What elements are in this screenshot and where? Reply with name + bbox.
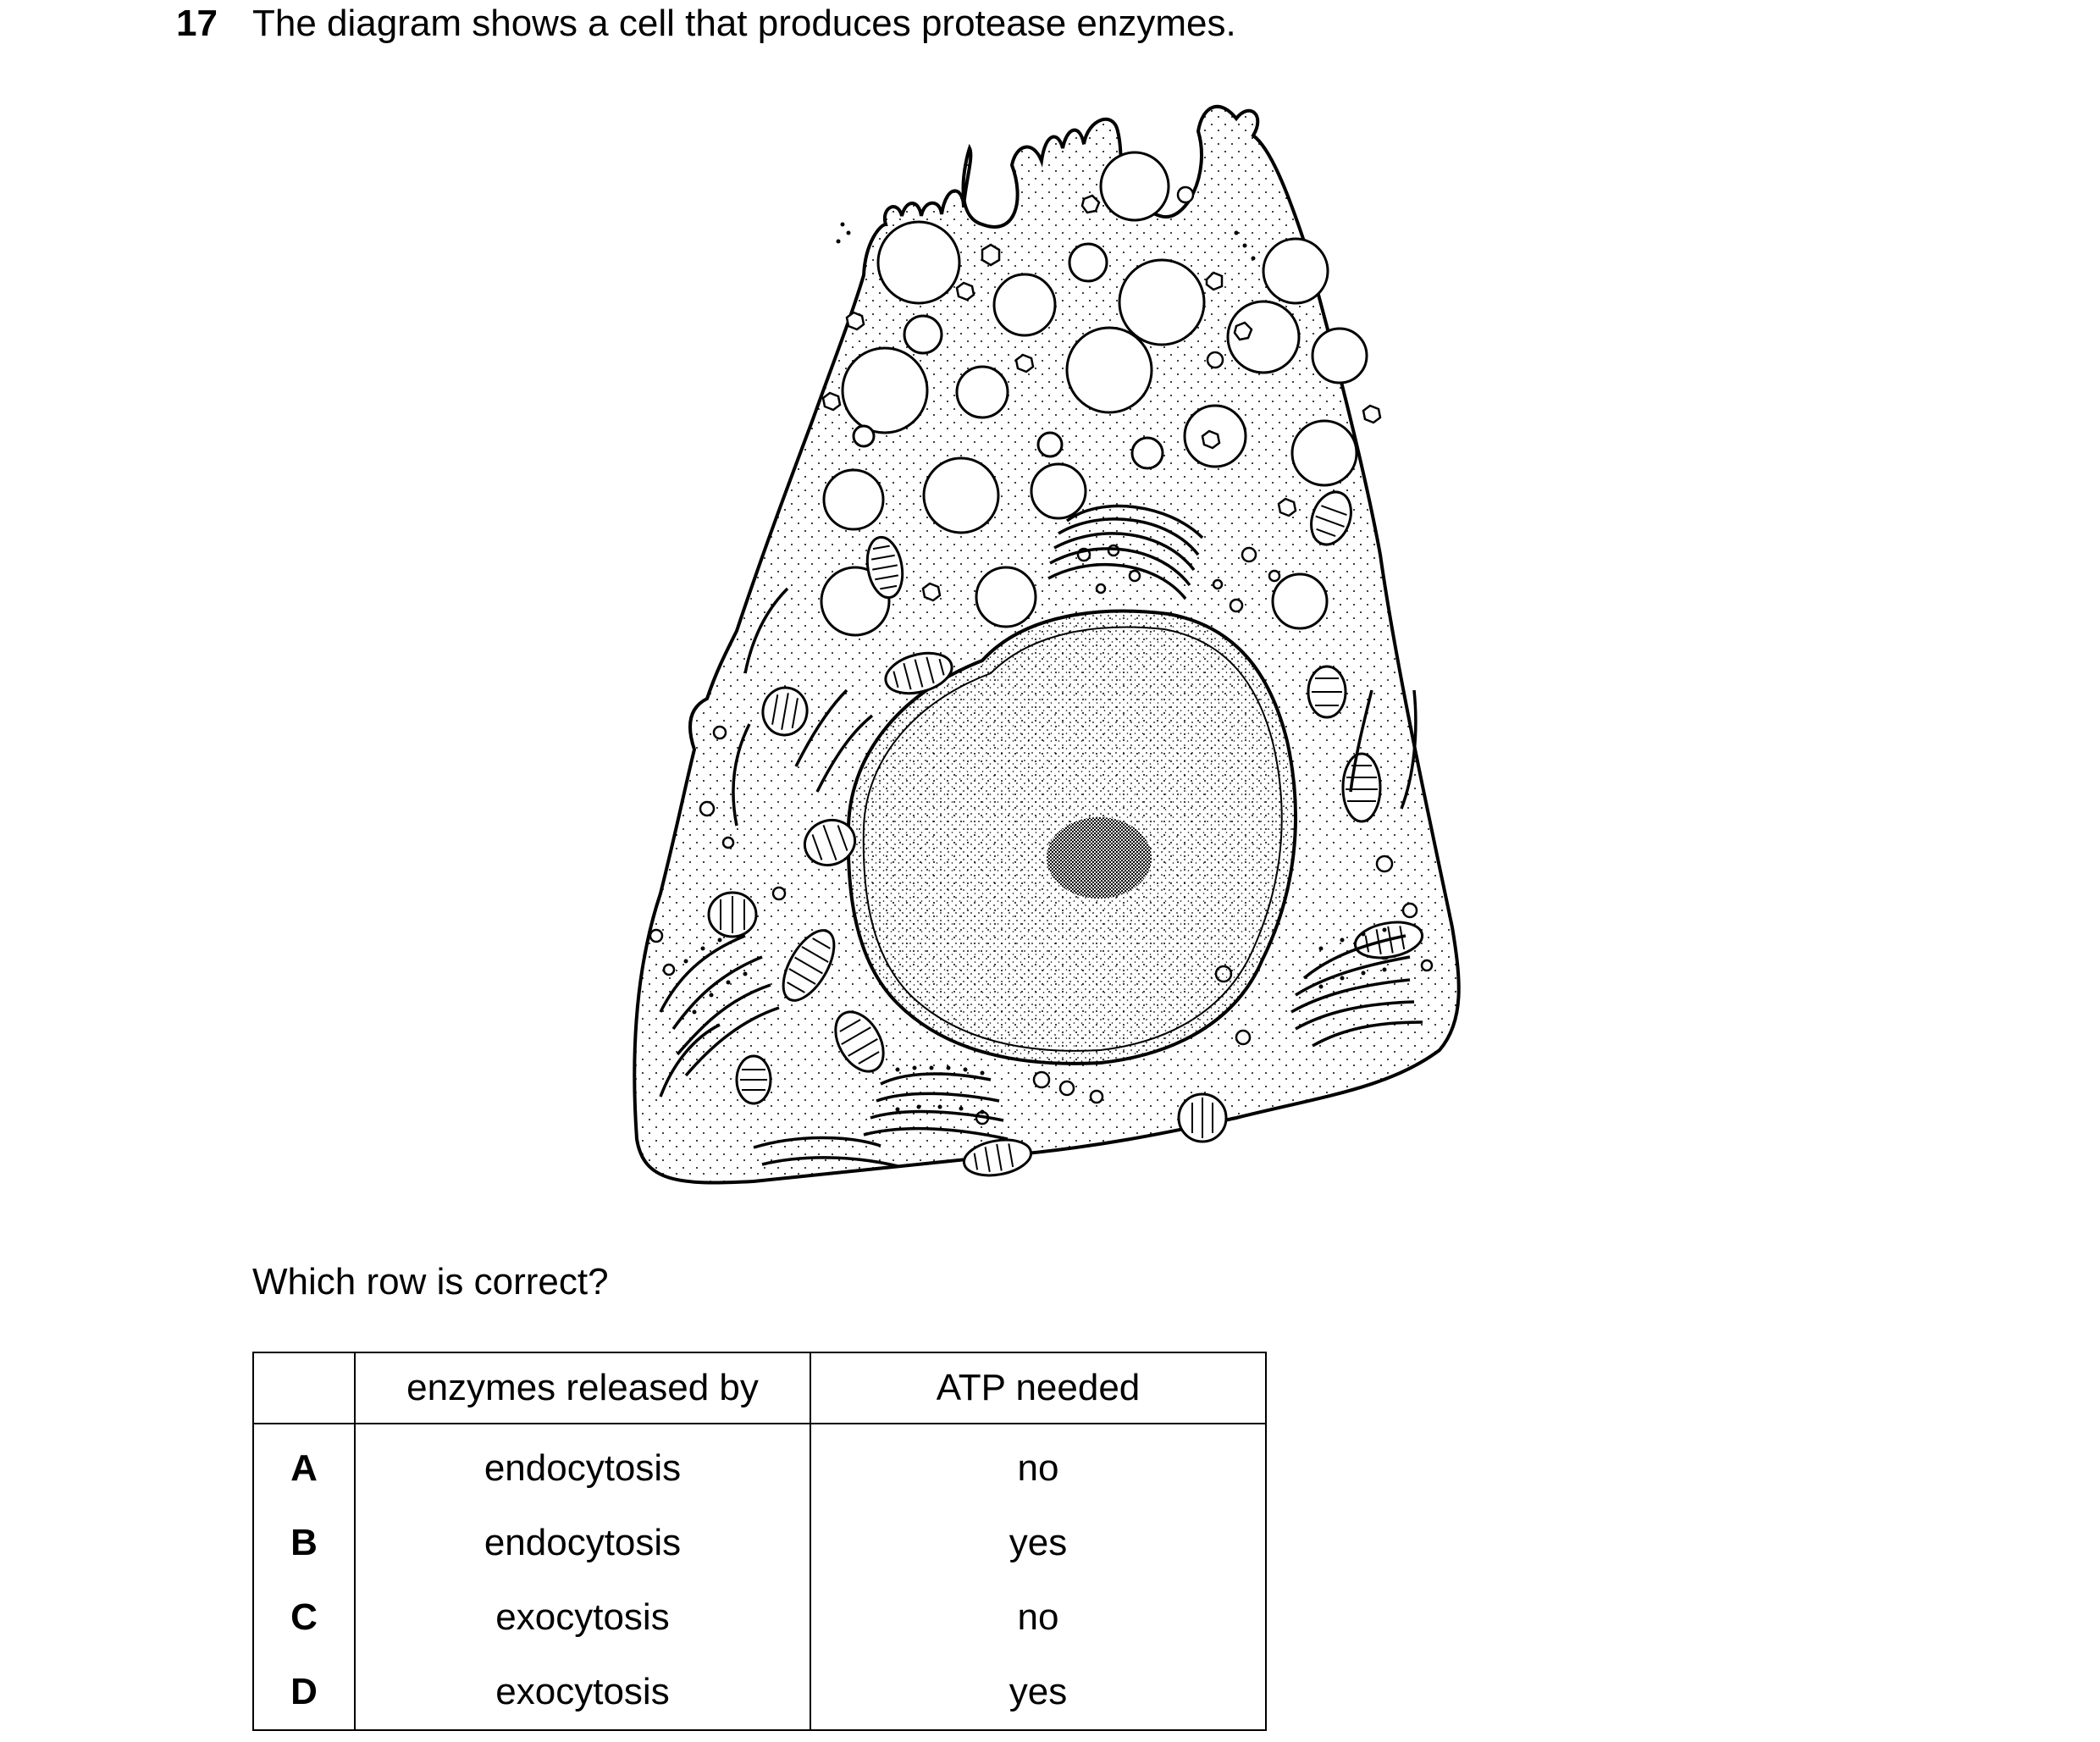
golgi-apparatus — [1047, 504, 1204, 600]
question-number: 17 — [176, 3, 218, 44]
option-atp: no — [810, 1424, 1267, 1506]
ribosomes — [683, 222, 1387, 1114]
answer-table-header: enzymes released by ATP needed — [252, 1352, 1267, 1424]
question-prompt: Which row is correct? — [252, 1261, 609, 1302]
option-key: A — [252, 1424, 356, 1506]
option-atp: no — [810, 1580, 1267, 1655]
secretory-vesicles — [820, 151, 1368, 637]
header-atp-needed: ATP needed — [810, 1352, 1267, 1424]
question-stem: The diagram shows a cell that produces p… — [252, 3, 1236, 44]
header-enzymes-released-by: enzymes released by — [354, 1352, 811, 1424]
header-key — [252, 1352, 356, 1424]
option-released-by: exocytosis — [354, 1580, 811, 1655]
nucleus — [846, 609, 1297, 1065]
option-atp: yes — [810, 1506, 1267, 1580]
answer-table: enzymes released by ATP needed A endocyt… — [252, 1352, 1267, 1731]
option-key: D — [252, 1655, 356, 1731]
cell-diagram — [633, 104, 1461, 1185]
option-atp: yes — [810, 1655, 1267, 1731]
option-released-by: endocytosis — [354, 1506, 811, 1580]
option-released-by: exocytosis — [354, 1655, 811, 1731]
answer-row-d[interactable]: D exocytosis yes — [252, 1655, 1267, 1731]
answer-row-a[interactable]: A endocytosis no — [252, 1424, 1267, 1506]
option-key: B — [252, 1506, 356, 1580]
rough-endoplasmic-reticulum — [659, 587, 1423, 1168]
answer-row-c[interactable]: C exocytosis no — [252, 1580, 1267, 1655]
option-key: C — [252, 1580, 356, 1655]
nucleolus — [1047, 817, 1152, 899]
secretory-granules — [821, 194, 1382, 602]
mitochondria — [707, 490, 1424, 1177]
option-released-by: endocytosis — [354, 1424, 811, 1506]
answer-row-b[interactable]: B endocytosis yes — [252, 1506, 1267, 1580]
